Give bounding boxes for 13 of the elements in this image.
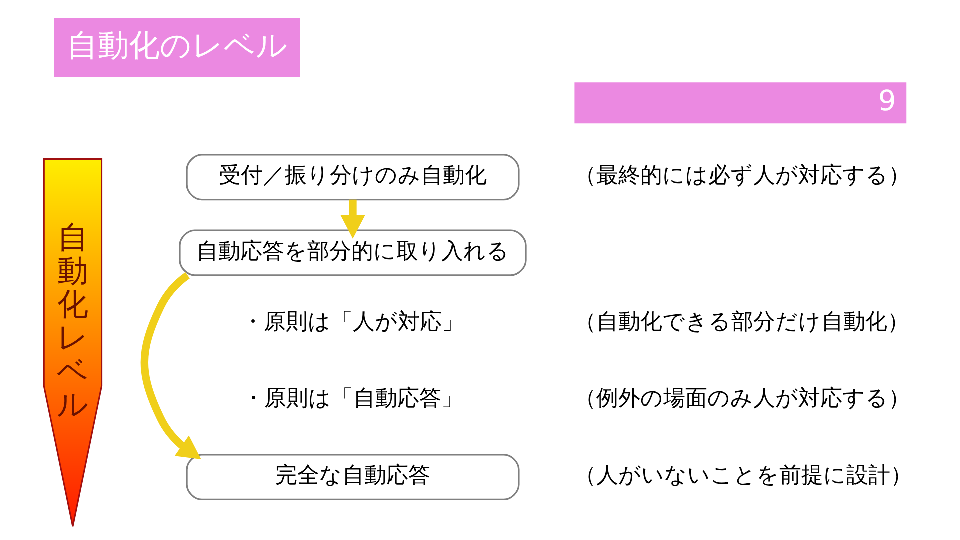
- node-box: 完全な自動応答: [186, 454, 520, 501]
- arrow: [340, 200, 365, 239]
- node-box: 受付／振り分けのみ自動化: [186, 154, 520, 201]
- label: （自動化できる部分だけ自動化）: [574, 310, 910, 335]
- label: 9: [878, 84, 896, 118]
- label: （例外の場面のみ人が対応する）: [574, 386, 910, 412]
- node-label: （人がいないことを前提に設計）: [574, 464, 912, 489]
- label: ・原則は「人が対応」: [241, 310, 464, 335]
- node-label: （最終的には必ず人が対応する）: [574, 164, 910, 189]
- arrow: [140, 272, 201, 460]
- node-box: 自動応答を部分的に取り入れる: [178, 230, 526, 276]
- diagram-title: 自動化のレベル: [66, 28, 288, 64]
- label: ・原則は「自動応答」: [242, 386, 463, 412]
